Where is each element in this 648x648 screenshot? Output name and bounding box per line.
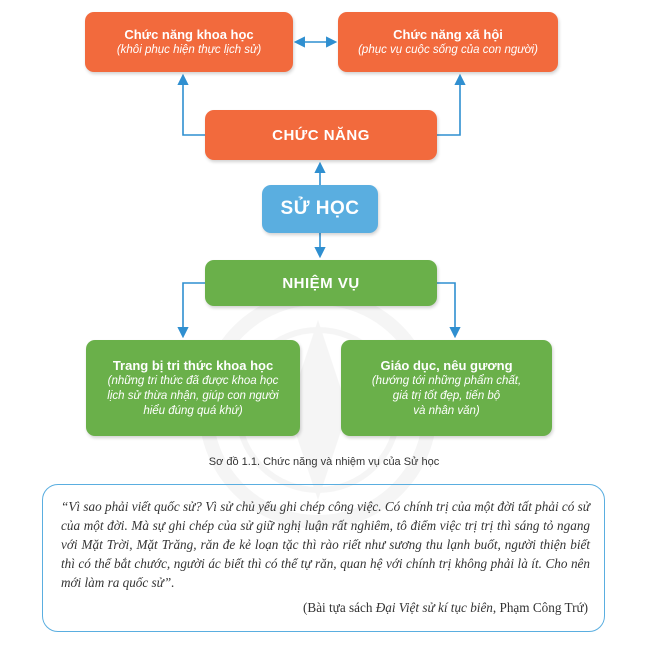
- node-title: Trang bị tri thức khoa học: [112, 358, 274, 373]
- node-subtitle-line: (những tri thức đã được khoa học: [107, 375, 279, 387]
- connector-chucnang-xahoi: [437, 73, 466, 136]
- node-title: CHỨC NĂNG: [272, 126, 370, 144]
- node-giao-duc-neu-guong: Giáo dục, nêu gương (hướng tới những phẩ…: [341, 340, 552, 436]
- node-su-hoc: SỬ HỌC: [262, 185, 378, 233]
- quote-source: (Bài tựa sách Đại Việt sử kí tục biên, P…: [61, 598, 588, 617]
- node-chuc-nang-xa-hoi: Chức năng xã hội (phục vụ cuộc sống của …: [338, 12, 558, 72]
- quote-text: “Vì sao phải viết quốc sử? Vì sử chủ yếu…: [61, 499, 590, 590]
- node-subtitle: (phục vụ cuộc sống của con người): [358, 44, 538, 56]
- node-title: Chức năng khoa học: [124, 27, 254, 42]
- node-subtitle-line: (hướng tới những phẩm chất,: [371, 375, 522, 387]
- quote-source-prefix: (Bài tựa sách: [303, 600, 376, 615]
- node-chuc-nang: CHỨC NĂNG: [205, 110, 437, 160]
- quote-source-suffix: , Phạm Công Trứ): [492, 600, 588, 615]
- connector-nhiemvu-giaoduc: [437, 282, 461, 339]
- connector-chucnang-khoahoc: [177, 73, 205, 136]
- node-subtitle-line: lịch sử thừa nhận, giúp con người: [107, 390, 279, 402]
- node-subtitle-line: giá trị tốt đẹp, tiến bộ: [392, 390, 501, 402]
- node-chuc-nang-khoa-hoc: Chức năng khoa học (khôi phục hiện thực …: [85, 12, 293, 72]
- connector-nhiemvu-trangbi: [177, 282, 205, 339]
- node-nhiem-vu: NHIỆM VỤ: [205, 260, 437, 306]
- diagram-connectors: [177, 36, 466, 339]
- quote-box: “Vì sao phải viết quốc sử? Vì sử chủ yếu…: [42, 484, 605, 632]
- diagram-caption: Sơ đồ 1.1. Chức năng và nhiệm vụ của Sử …: [208, 456, 440, 468]
- node-subtitle-line: hiểu đúng quá khứ): [143, 405, 243, 417]
- node-title: NHIỆM VỤ: [282, 274, 360, 292]
- node-title: Chức năng xã hội: [393, 27, 503, 42]
- node-subtitle: (khôi phục hiện thực lịch sử): [116, 44, 262, 56]
- node-trang-bi-tri-thuc: Trang bị tri thức khoa học (những tri th…: [86, 340, 300, 436]
- node-title: Giáo dục, nêu gương: [380, 358, 513, 373]
- node-subtitle-line: và nhân văn): [413, 405, 480, 417]
- node-title: SỬ HỌC: [280, 198, 360, 219]
- quote-source-title: Đại Việt sử kí tục biên: [375, 600, 493, 615]
